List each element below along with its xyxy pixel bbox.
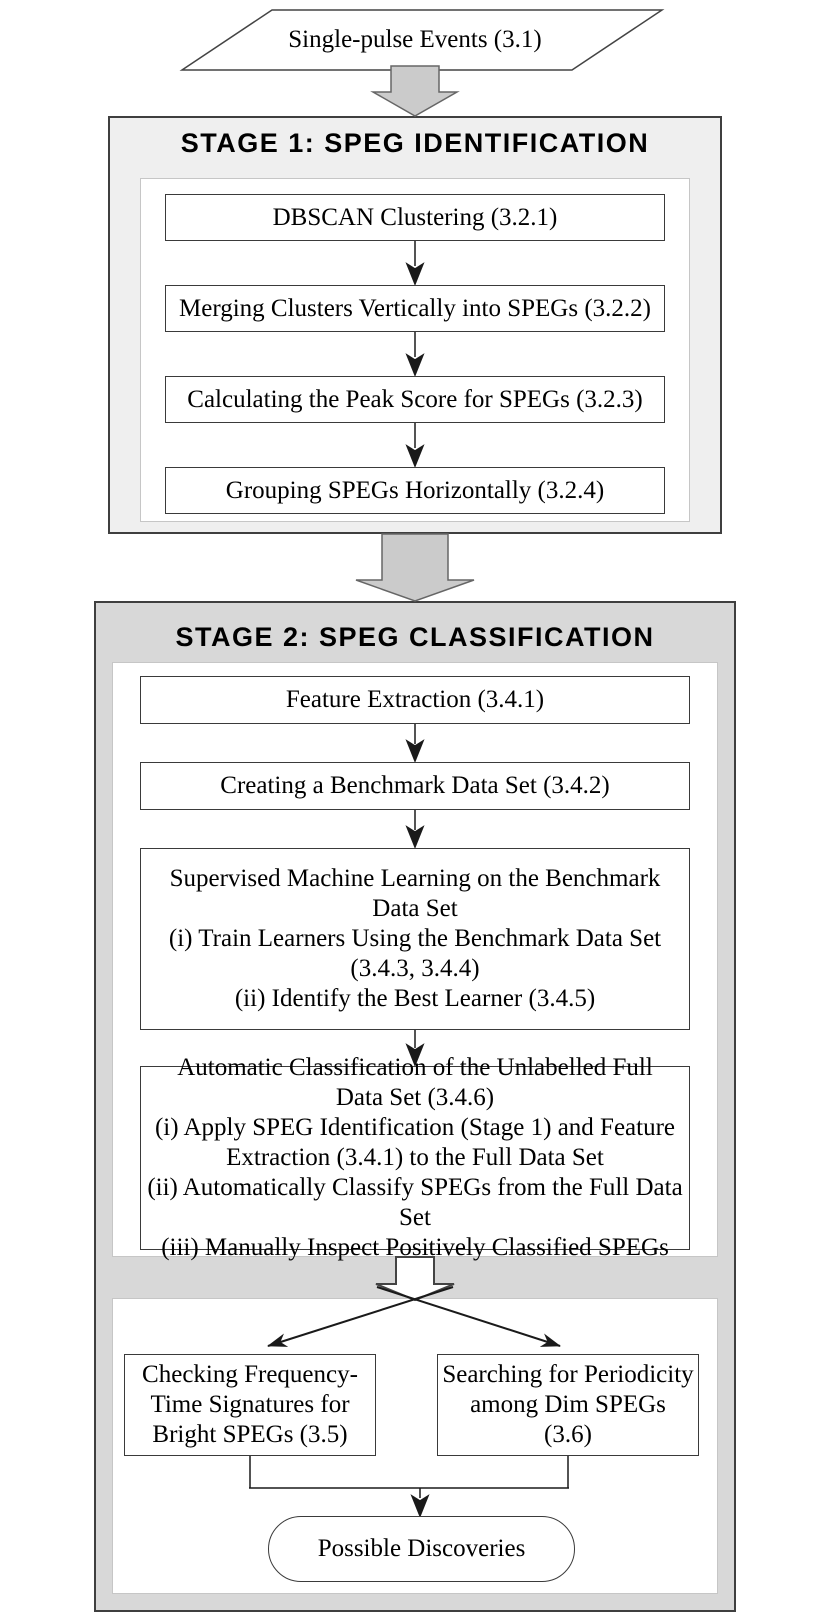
step-dbscan-clustering: DBSCAN Clustering (3.2.1) [165, 194, 665, 241]
output-terminal: Possible Discoveries [268, 1516, 575, 1582]
input-label: Single-pulse Events (3.1) [288, 26, 542, 53]
step-grouping-spegs: Grouping SPEGs Horizontally (3.2.4) [165, 467, 665, 514]
stage1-title: STAGE 1: SPEG IDENTIFICATION [180, 128, 650, 158]
branch-bright-spegs: Checking Frequency- Time Signatures for … [124, 1354, 376, 1456]
step-merging-clusters: Merging Clusters Vertically into SPEGs (… [165, 285, 665, 332]
step-benchmark-dataset: Creating a Benchmark Data Set (3.4.2) [140, 762, 690, 810]
stage1-entry-arrow-icon [370, 65, 460, 117]
branch-dim-spegs: Searching for Periodicity among Dim SPEG… [437, 1354, 699, 1456]
step-automatic-classification: Automatic Classification of the Unlabell… [140, 1054, 690, 1261]
step-peak-score: Calculating the Peak Score for SPEGs (3.… [165, 376, 665, 423]
stage2-title: STAGE 2: SPEG CLASSIFICATION [175, 622, 655, 652]
stage2-entry-arrow-icon [355, 533, 475, 602]
step-supervised-learning: Supervised Machine Learning on the Bench… [140, 848, 690, 1030]
step-feature-extraction: Feature Extraction (3.4.1) [140, 676, 690, 724]
